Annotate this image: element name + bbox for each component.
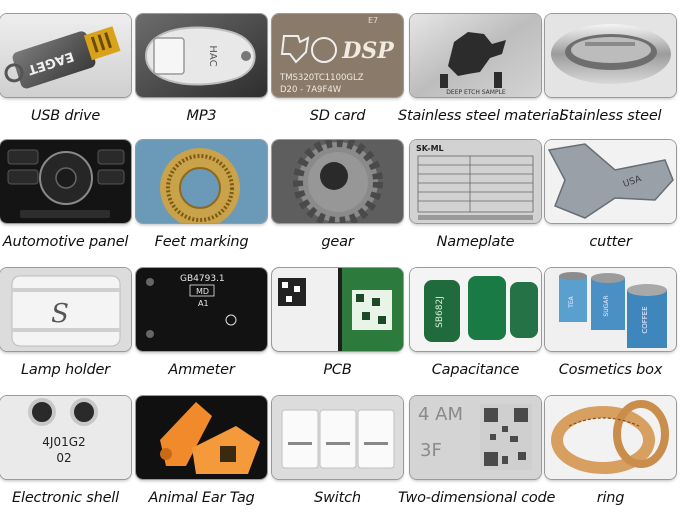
caption-stainless-material: Stainless steel material [398,108,564,124]
feet-marking-image [136,140,267,223]
caption-ammeter: Ammeter [168,362,235,378]
caption-ear-tag: Animal Ear Tag [148,490,255,506]
svg-text:SUGAR: SUGAR [603,295,610,316]
nameplate-title-text: SK-ML [416,144,444,153]
svg-text:MD: MD [196,287,209,296]
caption-sd-card: SD card [309,108,366,124]
caption-feet-marking: Feet marking [154,234,249,250]
caption-lamp-holder: Lamp holder [21,362,110,378]
svg-text:COFFEE: COFFEE [641,306,649,333]
ammeter-image: GB4793.1 MD A1 [136,268,267,351]
qr-code-image: 4 AM 3F [410,396,541,479]
mp3-brand-text: HAC [207,45,218,66]
nameplate-image: SK-ML [410,140,541,223]
svg-text:E7: E7 [368,16,378,25]
sd-brand-text: DSP [341,38,395,64]
caption-switch: Switch [314,490,361,506]
capacitor-image: SB682J [410,268,541,351]
ear-tag-image [136,396,267,479]
caption-stainless-steel: Stainless steel [559,108,662,124]
ring-image [545,396,676,479]
stainless-ring-image [545,14,676,97]
pcb-image [272,268,403,351]
ammeter-code-text: GB4793.1 [180,274,225,284]
etch-sample-text: DEEP ETCH SAMPLE [446,89,506,96]
electronic-shell-image: 4J01G2 02 [0,396,131,479]
switch-image [272,396,403,479]
usb-drive-image: EAGET [0,14,131,97]
svg-text:3F: 3F [420,440,442,461]
lamp-mark-text: S [51,299,69,329]
caption-automotive-panel: Automotive panel [2,234,129,250]
caption-capacitance: Capacitance [431,362,520,378]
capacitor-code-text: SB682J [435,296,445,328]
svg-text:TMS320TC1100GLZ: TMS320TC1100GLZ [279,73,364,83]
shell-code-text: 4J01G2 [42,435,85,449]
sd-card-image: E7 DSP TMS320TC1100GLZ D20 - 7A9F4W [272,14,403,97]
mp3-player-image: HAC [136,14,267,97]
svg-text:D20 - 7A9F4W: D20 - 7A9F4W [280,85,342,95]
qr-side-text: 4 AM [418,404,463,425]
caption-gear: gear [321,234,354,250]
caption-cutter: cutter [589,234,632,250]
stainless-material-image: DEEP ETCH SAMPLE [410,14,541,97]
caption-nameplate: Nameplate [436,234,515,250]
lamp-holder-image: S [0,268,131,351]
caption-ring: ring [596,490,625,506]
svg-text:A1: A1 [198,299,209,308]
svg-text:TEA: TEA [568,295,575,308]
caption-pcb: PCB [323,362,352,378]
gear-image [272,140,403,223]
caption-mp3: MP3 [186,108,217,124]
caption-usb-drive: USB drive [30,108,101,124]
automotive-panel-image [0,140,131,223]
cosmetics-box-image: TEA SUGAR COFFEE [545,268,676,351]
svg-text:02: 02 [56,451,71,465]
caption-qr-code: Two-dimensional code [398,490,556,506]
cutter-image: USA [545,140,676,223]
caption-electronic-shell: Electronic shell [12,490,119,506]
caption-cosmetics-box: Cosmetics box [558,362,663,378]
